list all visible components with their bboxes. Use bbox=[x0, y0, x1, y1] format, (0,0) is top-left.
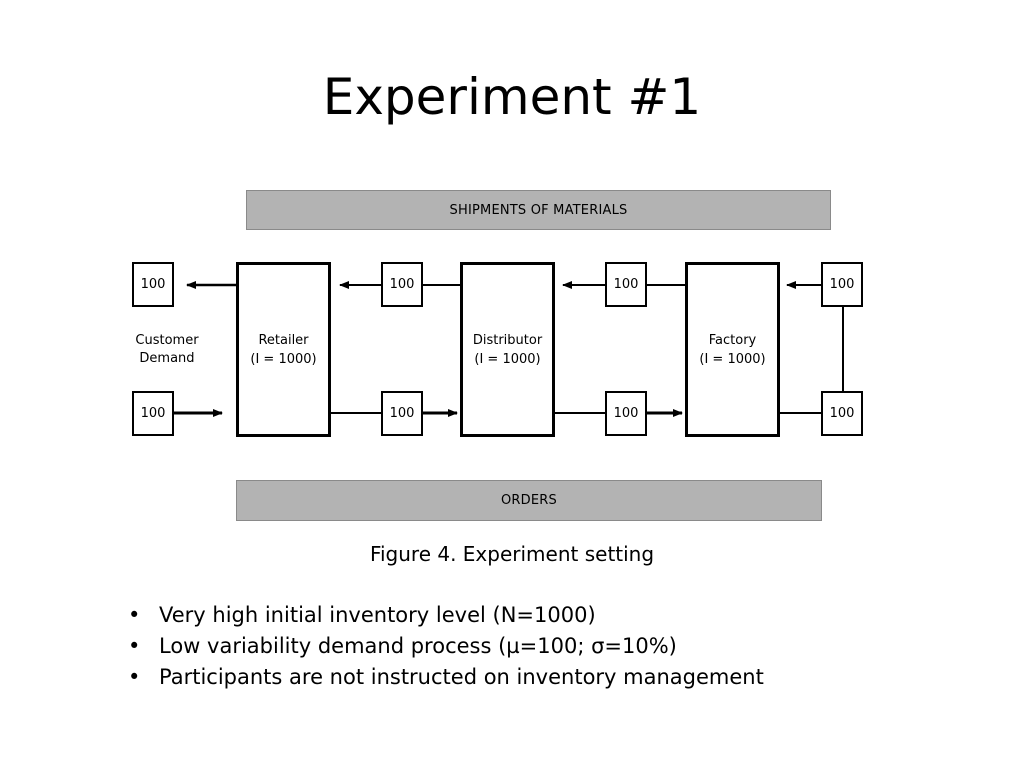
bullet-marker: • bbox=[128, 603, 141, 627]
retailer-inventory: (I = 1000) bbox=[250, 351, 317, 367]
customer-shipment-box: 100 bbox=[132, 262, 174, 307]
shipments-of-materials-band: SHIPMENTS OF MATERIALS bbox=[246, 190, 831, 230]
retailer-shipment-box: 100 bbox=[381, 262, 423, 307]
order-arrows bbox=[174, 307, 844, 417]
bullet-item: • Very high initial inventory level (N=1… bbox=[128, 600, 764, 631]
retailer-order-box: 100 bbox=[381, 391, 423, 436]
distributor-inventory: (I = 1000) bbox=[474, 351, 541, 367]
slide-title: Experiment #1 bbox=[322, 68, 702, 126]
bullet-list: • Very high initial inventory level (N=1… bbox=[128, 600, 764, 693]
factory-shipment-box: 100 bbox=[821, 262, 863, 307]
orders-band: ORDERS bbox=[236, 480, 822, 521]
bullet-item: • Low variability demand process (µ=100;… bbox=[128, 631, 764, 662]
factory-inventory: (I = 1000) bbox=[699, 351, 766, 367]
bullet-marker: • bbox=[128, 665, 141, 689]
factory-name: Factory bbox=[708, 332, 757, 348]
factory-order-box: 100 bbox=[821, 391, 863, 436]
bullet-text: Participants are not instructed on inven… bbox=[159, 665, 764, 689]
distributor-name: Distributor bbox=[472, 332, 543, 348]
customer-order-box: 100 bbox=[132, 391, 174, 436]
bullet-marker: • bbox=[128, 634, 141, 658]
factory-node: Factory (I = 1000) bbox=[685, 262, 780, 437]
distributor-node: Distributor (I = 1000) bbox=[460, 262, 555, 437]
retailer-node: Retailer (I = 1000) bbox=[236, 262, 331, 437]
distributor-shipment-box: 100 bbox=[605, 262, 647, 307]
customer-label-line2: Demand bbox=[139, 351, 195, 366]
distributor-order-box: 100 bbox=[605, 391, 647, 436]
customer-label-line1: Customer bbox=[135, 333, 199, 348]
bullet-text: Low variability demand process (µ=100; σ… bbox=[159, 634, 677, 658]
figure-caption: Figure 4. Experiment setting bbox=[369, 542, 655, 566]
bullet-text: Very high initial inventory level (N=100… bbox=[159, 603, 596, 627]
retailer-name: Retailer bbox=[258, 332, 309, 348]
bullet-item: • Participants are not instructed on inv… bbox=[128, 662, 764, 693]
customer-demand-label: Customer Demand bbox=[128, 332, 206, 368]
